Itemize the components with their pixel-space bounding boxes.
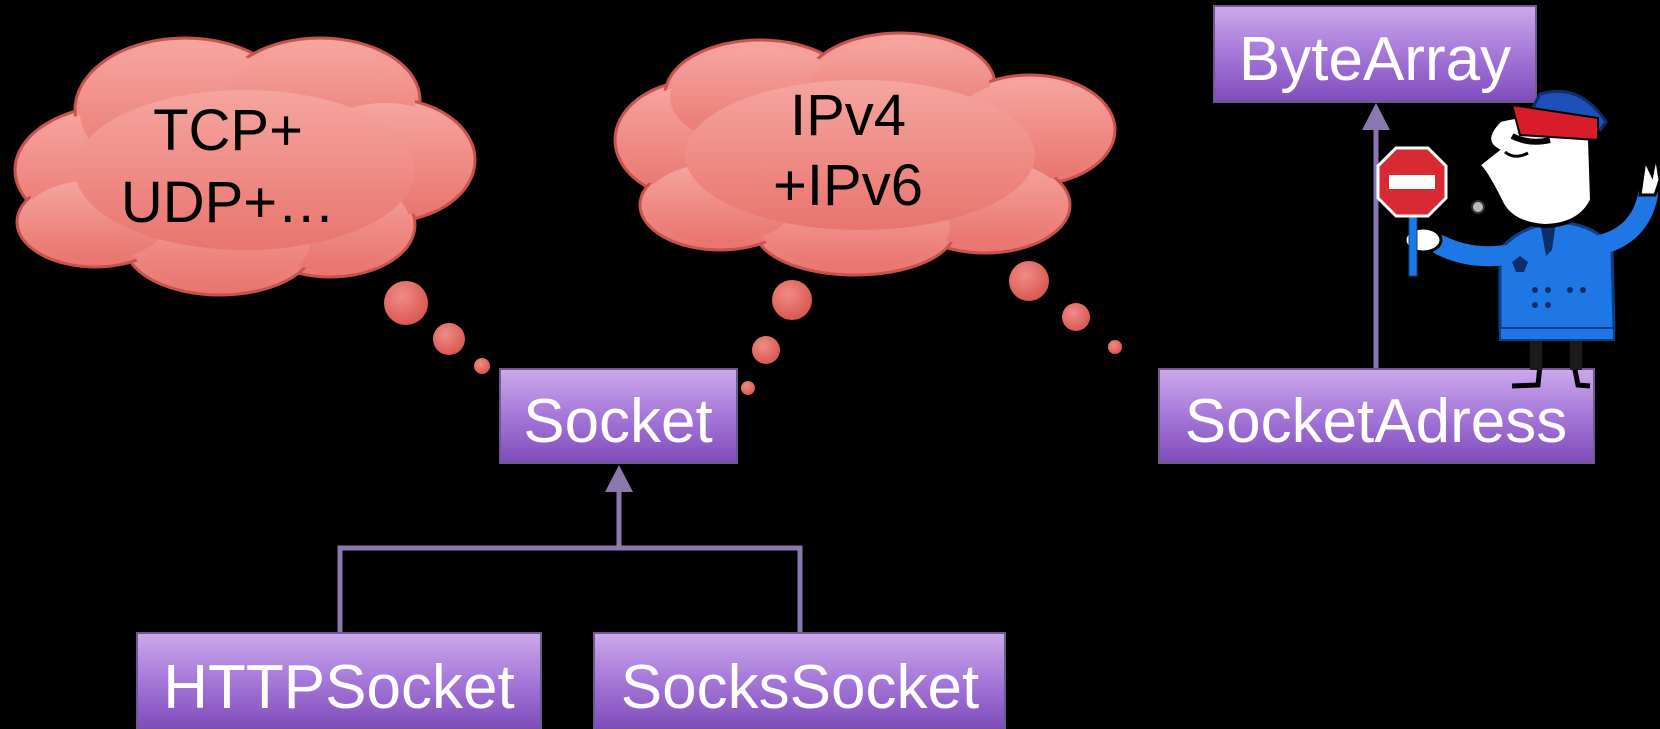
socket-label: Socket — [523, 387, 713, 456]
class-box-socket-address: SocketAdress — [1158, 368, 1595, 464]
thought-bubbles-protocols — [384, 281, 490, 374]
thought-bubbles-ip-to-socket — [741, 280, 812, 395]
thought-bubbles-ip-to-address — [1009, 261, 1122, 354]
ip-versions-line-2: +IPv6 — [773, 153, 923, 218]
byte-array-arrowhead — [1362, 103, 1390, 130]
ip-versions-line-1: IPv4 — [790, 83, 906, 148]
class-box-http-socket: HTTPSocket — [136, 632, 542, 729]
no-entry-sign-icon — [1376, 146, 1448, 277]
byte-array-label: ByteArray — [1239, 25, 1511, 94]
http-socket-label: HTTPSocket — [163, 653, 514, 722]
protocols-line-2: UDP+… — [121, 170, 335, 235]
class-box-socket: Socket — [499, 368, 738, 464]
police-officer-icon — [1403, 89, 1660, 389]
thought-cloud-protocols: TCP+ UDP+… — [13, 36, 477, 297]
class-box-byte-array: ByteArray — [1213, 5, 1537, 103]
class-box-socks-socket: SocksSocket — [593, 632, 1006, 729]
protocols-line-1: TCP+ — [153, 98, 303, 163]
inheritance-connector-socket — [337, 490, 803, 633]
socks-socket-label: SocksSocket — [621, 653, 979, 722]
thought-cloud-ip-versions: IPv4 +IPv6 — [613, 31, 1117, 277]
socket-address-label: SocketAdress — [1185, 387, 1568, 456]
socket-inheritance-arrowhead — [605, 465, 633, 492]
